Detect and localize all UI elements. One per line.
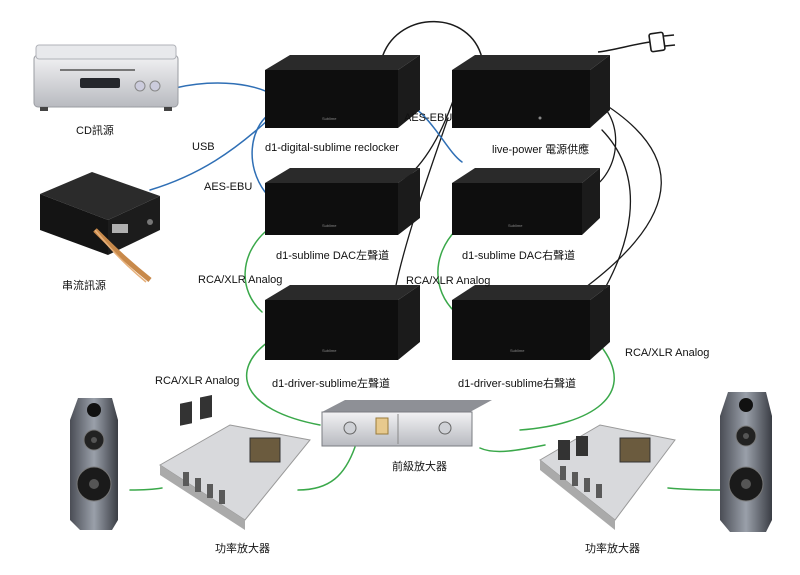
brand-logo: Sublime [508,223,523,228]
aes-ebu-left-label: AES-EBU [204,181,253,193]
cable-black-reclocker-livepower-loop [382,20,483,59]
preamp-label: 前級放大器 [392,461,447,473]
usb-label: USB [192,141,215,153]
cable-blue-cd-to-reclocker-usb [174,82,269,93]
cable-green-driver-left-to-preamp [245,341,321,426]
cable-blue-reclocker-to-dac-left [251,114,269,193]
speaker-right-image [720,392,772,532]
cd-player-image [33,44,179,111]
driver-right-label: d1-driver-sublime右聲道 [458,378,576,390]
cable-green-preamp-to-amp-right [479,444,546,453]
streamer-image [40,172,160,283]
power-amp-right-image [539,424,676,530]
driver-left-box: Sublime [265,285,420,360]
aes-ebu-top-label: AES-EBU [404,112,453,124]
power-amp-right-label: 功率放大器 [585,543,640,555]
power-amp-left-image [159,394,311,530]
preamp-image [321,400,492,447]
cable-black-livepower-to-driver-right-2 [594,129,632,306]
cables [129,20,721,491]
brand-logo: Sublime [322,348,337,353]
cable-green-amp-left-to-speaker-left [129,487,163,491]
cable-green-amp-right-to-speaker-right [667,487,721,491]
brand-logo: Sublime [322,116,337,121]
rca-xlr-label-4: RCA/XLR Analog [155,375,240,387]
dac-right-box: Sublime [452,168,600,235]
cable-green-driver-right-to-preamp [519,344,615,431]
power-amp-left-label: 功率放大器 [215,543,270,555]
driver-right-box: Sublime [452,285,610,360]
brand-logo: Sublime [510,348,525,353]
cable-green-preamp-to-amp-left [297,446,356,491]
speaker-left-image [70,398,118,530]
live-power-label: live-power 電源供應 [492,144,590,156]
dac-right-label: d1-sublime DAC右聲道 [462,250,576,262]
dac-left-box: Sublime [265,168,420,235]
cd-source-label: CD訊源 [76,125,114,137]
live-power-box [452,55,610,128]
cable-green-dac-left-to-driver-left [244,231,266,313]
rca-xlr-label-3: RCA/XLR Analog [625,347,710,359]
cable-blue-streamer-to-reclocker-aes [149,119,269,191]
driver-left-label: d1-driver-sublime左聲道 [272,378,390,390]
power-plug-icon [597,31,676,53]
reclocker-box: Sublime [265,55,420,128]
reclocker-label: d1-digital-sublime reclocker [265,142,399,154]
rca-xlr-label-1: RCA/XLR Analog [198,274,283,286]
streaming-source-label: 串流訊源 [62,280,106,292]
rca-xlr-label-2: RCA/XLR Analog [406,275,491,287]
dac-left-label: d1-sublime DAC左聲道 [276,250,390,262]
brand-logo: Sublime [322,223,337,228]
cable-green-dac-right-to-driver-right [437,229,457,313]
